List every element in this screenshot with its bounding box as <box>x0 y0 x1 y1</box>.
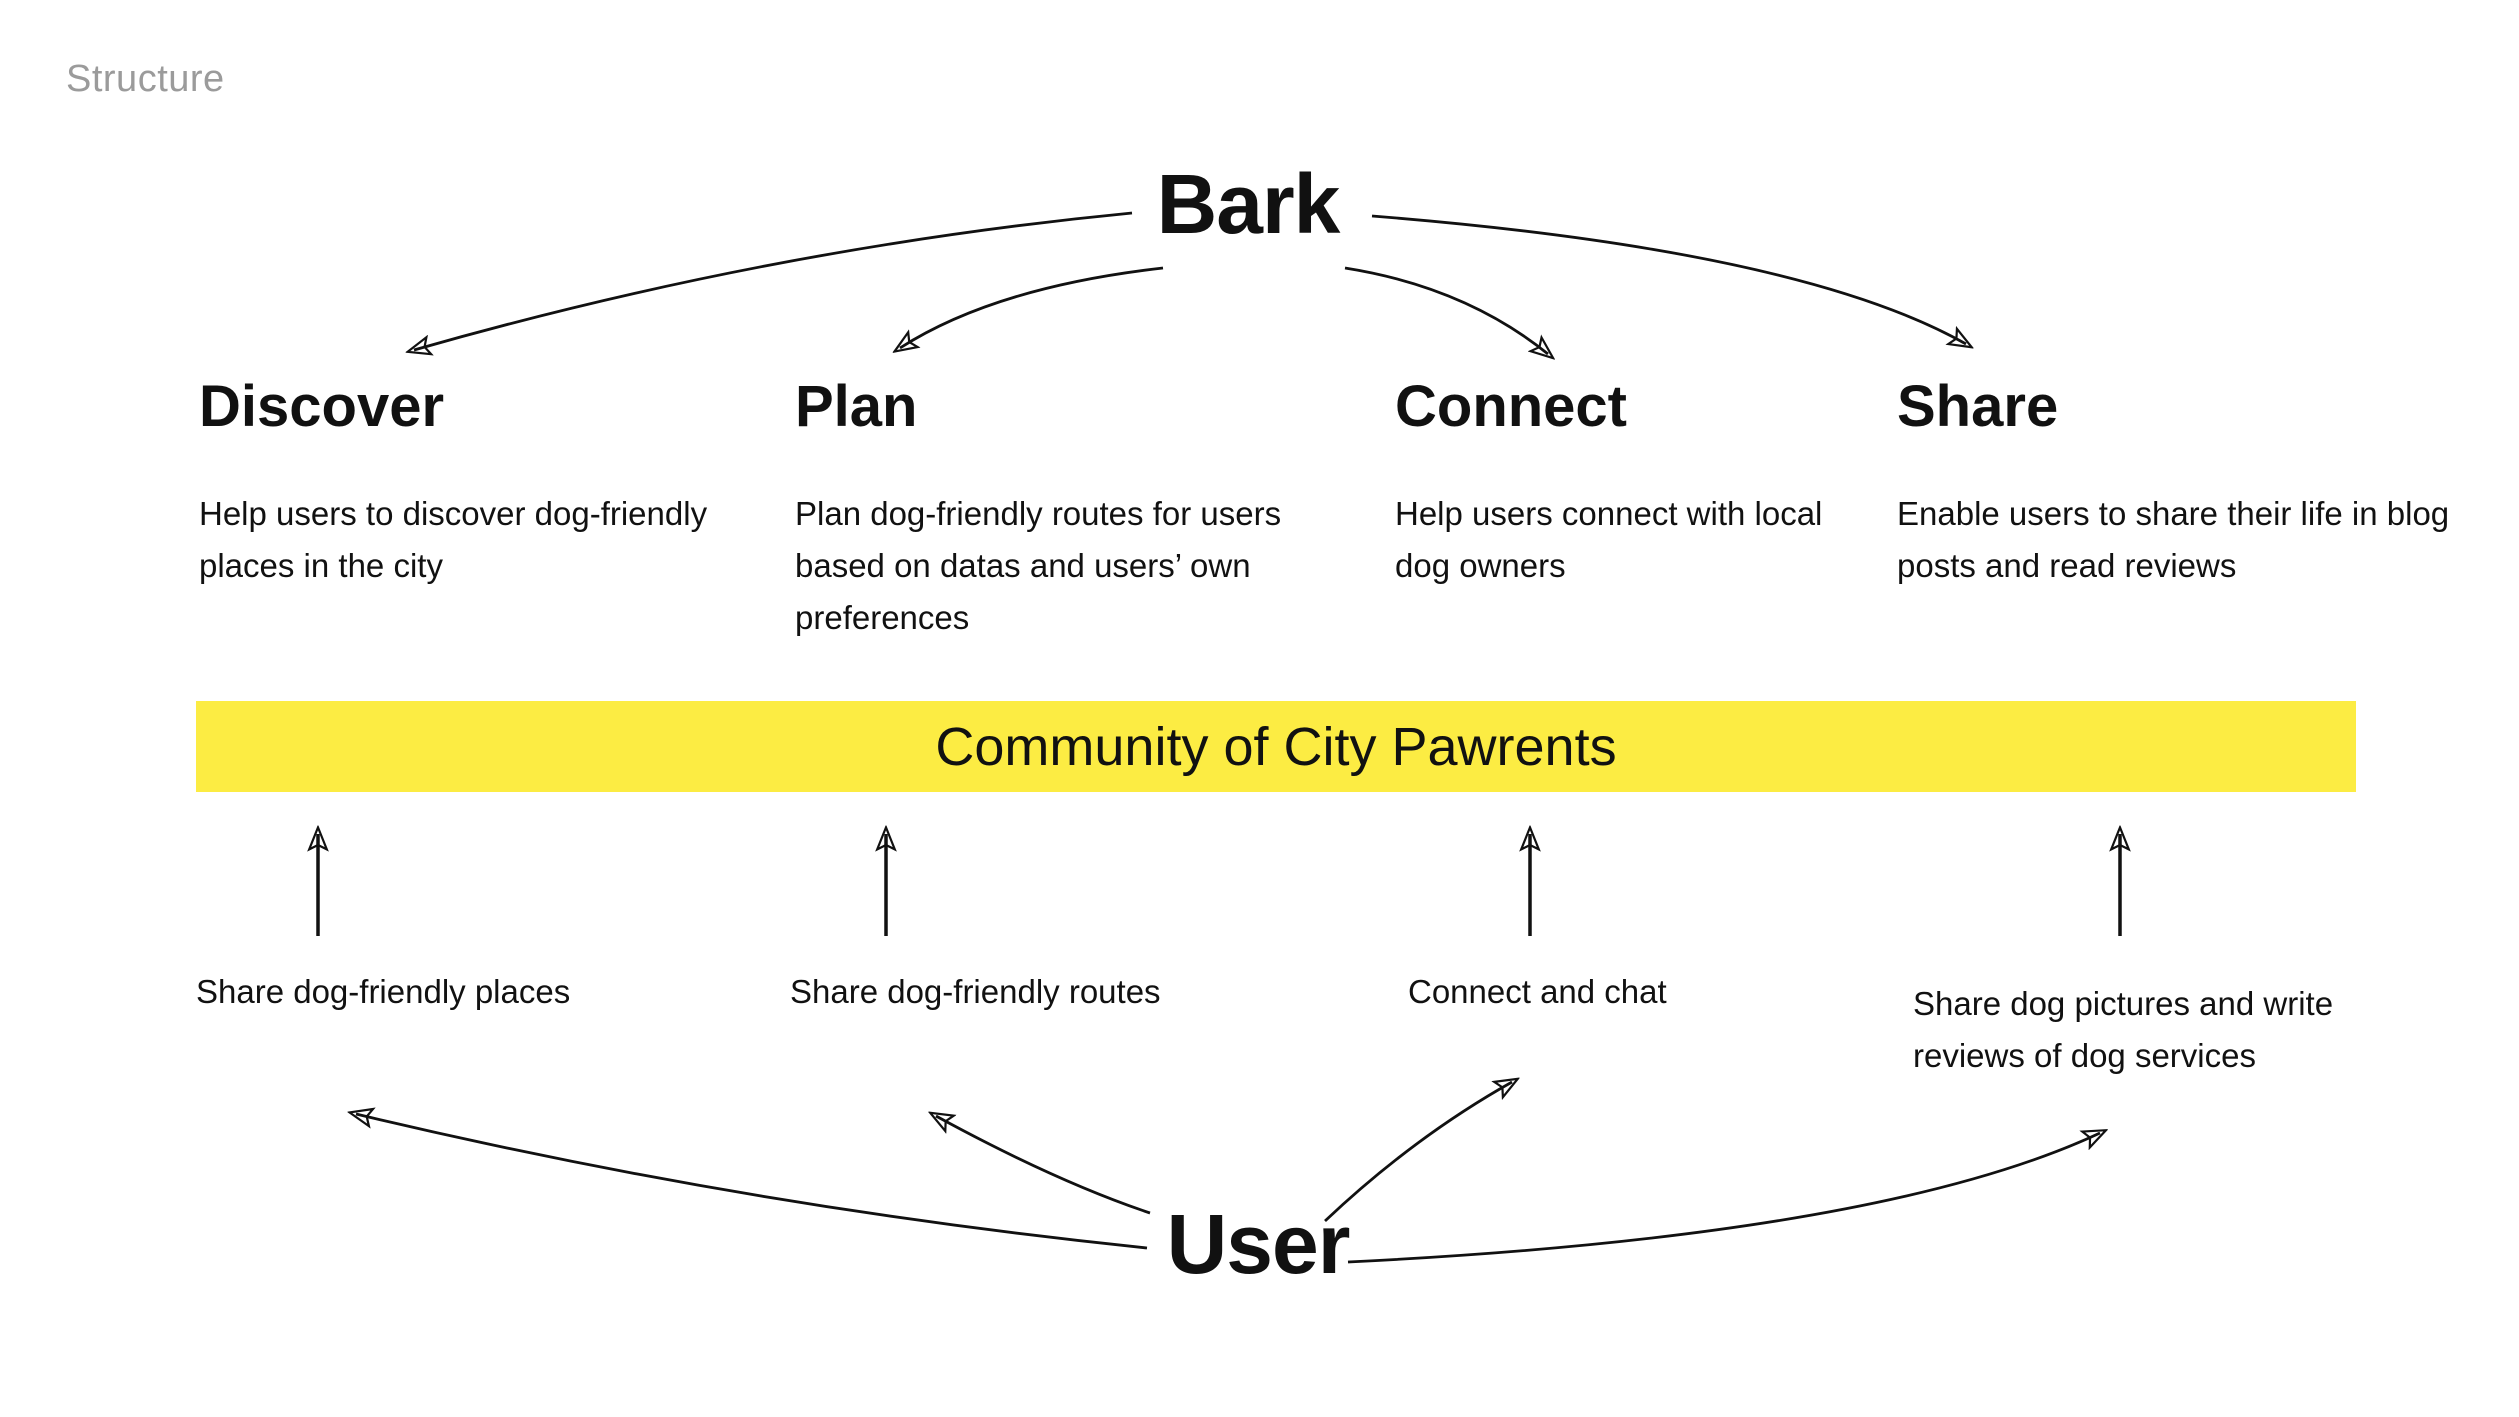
feature-connect-description: Help users connect with local dog owners <box>1395 495 1823 584</box>
arrow-user-to-routes-icon <box>936 1116 1151 1215</box>
feature-discover-title: Discover <box>199 374 445 439</box>
feature-connect: Connect Help users connect with local do… <box>1395 372 1825 592</box>
feature-discover: Discover Help users to discover dog-frie… <box>199 372 719 592</box>
feature-share: Share Enable users to share their life i… <box>1897 372 2457 592</box>
community-banner: Community of City Pawrents <box>196 701 2356 792</box>
arrow-bark-to-connect-icon <box>1344 266 1548 354</box>
feature-plan: Plan Plan dog-friendly routes for users … <box>795 372 1315 644</box>
arrow-user-to-places-icon <box>356 1114 1148 1250</box>
user-action-connect-chat: Connect and chat <box>1408 973 1667 1010</box>
user-action-share-routes: Share dog-friendly routes <box>790 973 1161 1010</box>
bottom-node-user: User <box>1166 1197 1351 1291</box>
arrow-user-to-chat-icon <box>1324 1082 1512 1223</box>
feature-connect-title: Connect <box>1395 374 1627 439</box>
arrow-bark-to-discover-icon <box>414 211 1133 350</box>
feature-share-title: Share <box>1897 374 2059 439</box>
arrow-bark-to-plan-icon <box>900 266 1164 348</box>
user-action-share-places: Share dog-friendly places <box>196 973 571 1010</box>
community-banner-label: Community of City Pawrents <box>935 716 1617 777</box>
arrow-user-to-pictures-icon <box>1347 1133 2100 1264</box>
feature-plan-description: Plan dog-friendly routes for users based… <box>795 495 1282 636</box>
feature-plan-title: Plan <box>795 374 918 439</box>
arrow-bark-to-share-icon <box>1371 214 1966 344</box>
user-action-share-pictures: Share dog pictures and write reviews of … <box>1913 985 2334 1074</box>
feature-discover-description: Help users to discover dog-friendly plac… <box>199 495 708 584</box>
slide-title: Structure <box>66 58 225 100</box>
feature-share-description: Enable users to share their life in blog… <box>1897 495 2450 584</box>
top-node-bark: Bark <box>1156 157 1341 251</box>
